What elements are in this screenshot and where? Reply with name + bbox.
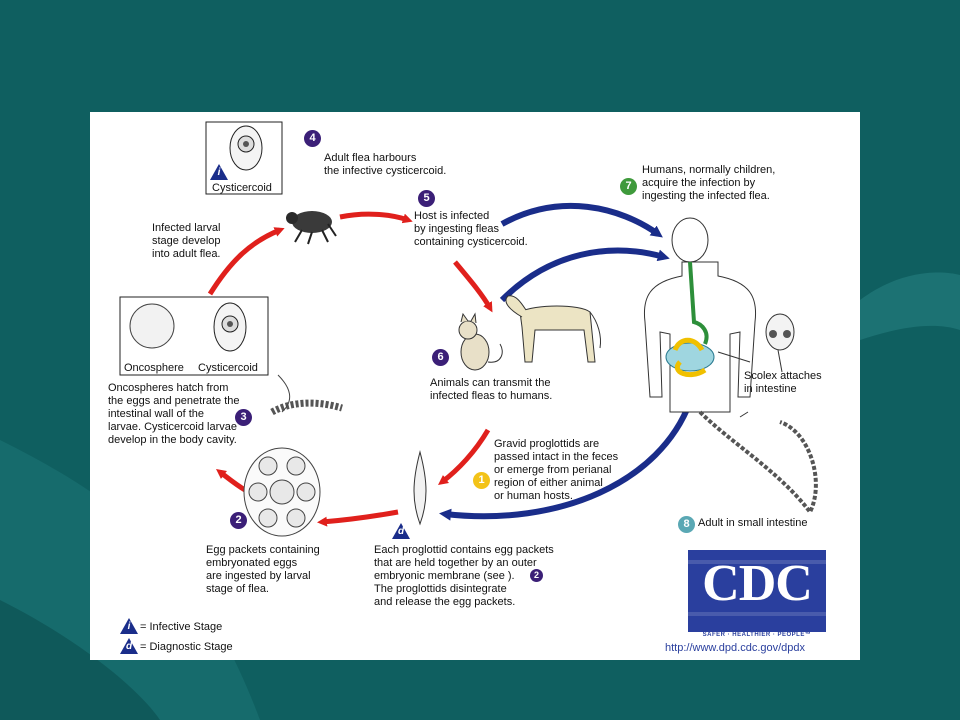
cdc-tagline: SAFER · HEALTHIER · PEOPLE™ — [702, 632, 812, 638]
arrow-animal-to-human — [499, 247, 670, 303]
arrow-eggs-to-larva — [216, 468, 247, 493]
step-6-badge: 6 — [432, 349, 449, 366]
cdc-logo-text: CDC — [702, 555, 813, 612]
larval-stage-text: Infected larval stage develop into adult… — [152, 222, 221, 260]
step-1-badge: 1 — [473, 472, 490, 489]
arrow-flea-to-human — [500, 203, 663, 238]
step-4-text: Adult flea harbours the infective cystic… — [324, 152, 447, 177]
dog-illustration — [505, 295, 601, 363]
cdc-logo-stripes — [688, 550, 826, 632]
step-3-text: Oncospheres hatch from the eggs and pene… — [108, 382, 240, 446]
diagnostic-stage-icon: d — [392, 523, 410, 539]
step-4-badge: 4 — [304, 130, 321, 147]
arrow-animals-to-proglottid — [438, 428, 491, 486]
step-2-badge: 2 — [230, 512, 247, 529]
cysticercoid-left-label: Cysticercoid — [198, 362, 258, 374]
step-1-text: Gravid proglottids are passed intact in … — [494, 438, 619, 502]
infective-stage-icon: i — [210, 164, 228, 180]
legend-diagnostic-icon: d — [120, 638, 138, 654]
cdc-logo: CDC — [688, 550, 826, 632]
egg-packet-illustration — [243, 447, 321, 537]
step-5-text: Host is infected by ingesting fleas cont… — [414, 210, 528, 248]
arrow-human-to-proglottid — [439, 400, 693, 521]
lifecycle-diagram: Cysticercoid Oncosphere Cysticercoid i 4… — [90, 112, 860, 660]
cdc-url-link[interactable]: http://www.dpd.cdc.gov/dpdx — [665, 642, 806, 654]
legend-infective-text: = Infective Stage — [140, 621, 223, 633]
step-5-badge: 5 — [418, 190, 435, 207]
inline-step-2-badge: 2 — [530, 569, 543, 582]
step-7-text: Humans, normally children, acquire the i… — [642, 164, 776, 202]
arrow-host-to-animals — [453, 260, 493, 313]
arrow-larva-to-flea — [207, 227, 285, 296]
step-3-badge: 3 — [235, 409, 252, 426]
arrow-proglottid-to-eggs — [317, 509, 399, 527]
flea-illustration — [286, 211, 337, 245]
arrow-flea-to-host — [339, 211, 413, 224]
legend-diagnostic-text: = Diagnostic Stage — [140, 641, 233, 653]
step-2-text: Egg packets containing embryonated eggs … — [206, 544, 320, 595]
diagram-artwork — [119, 121, 818, 537]
cat-illustration — [458, 312, 503, 371]
legend-infective-icon: i — [120, 618, 138, 634]
scolex-illustration — [765, 313, 795, 373]
proglottid-illustration — [413, 450, 427, 526]
human-illustration — [643, 217, 757, 413]
step-8-text: Adult in small intestine — [698, 517, 808, 529]
scolex-text: Scolex attaches in intestine — [744, 370, 822, 395]
step-7-badge: 7 — [620, 178, 637, 195]
step-8-badge: 8 — [678, 516, 695, 533]
oncosphere-label: Oncosphere — [124, 362, 184, 374]
step-6-text: Animals can transmit the infected fleas … — [430, 377, 553, 402]
step-d-text: Each proglottid contains egg packets tha… — [374, 544, 554, 608]
flea-larva — [270, 399, 343, 416]
adult-worm-illustration — [698, 410, 818, 516]
cysticercoid-top-label: Cysticercoid — [212, 182, 272, 194]
